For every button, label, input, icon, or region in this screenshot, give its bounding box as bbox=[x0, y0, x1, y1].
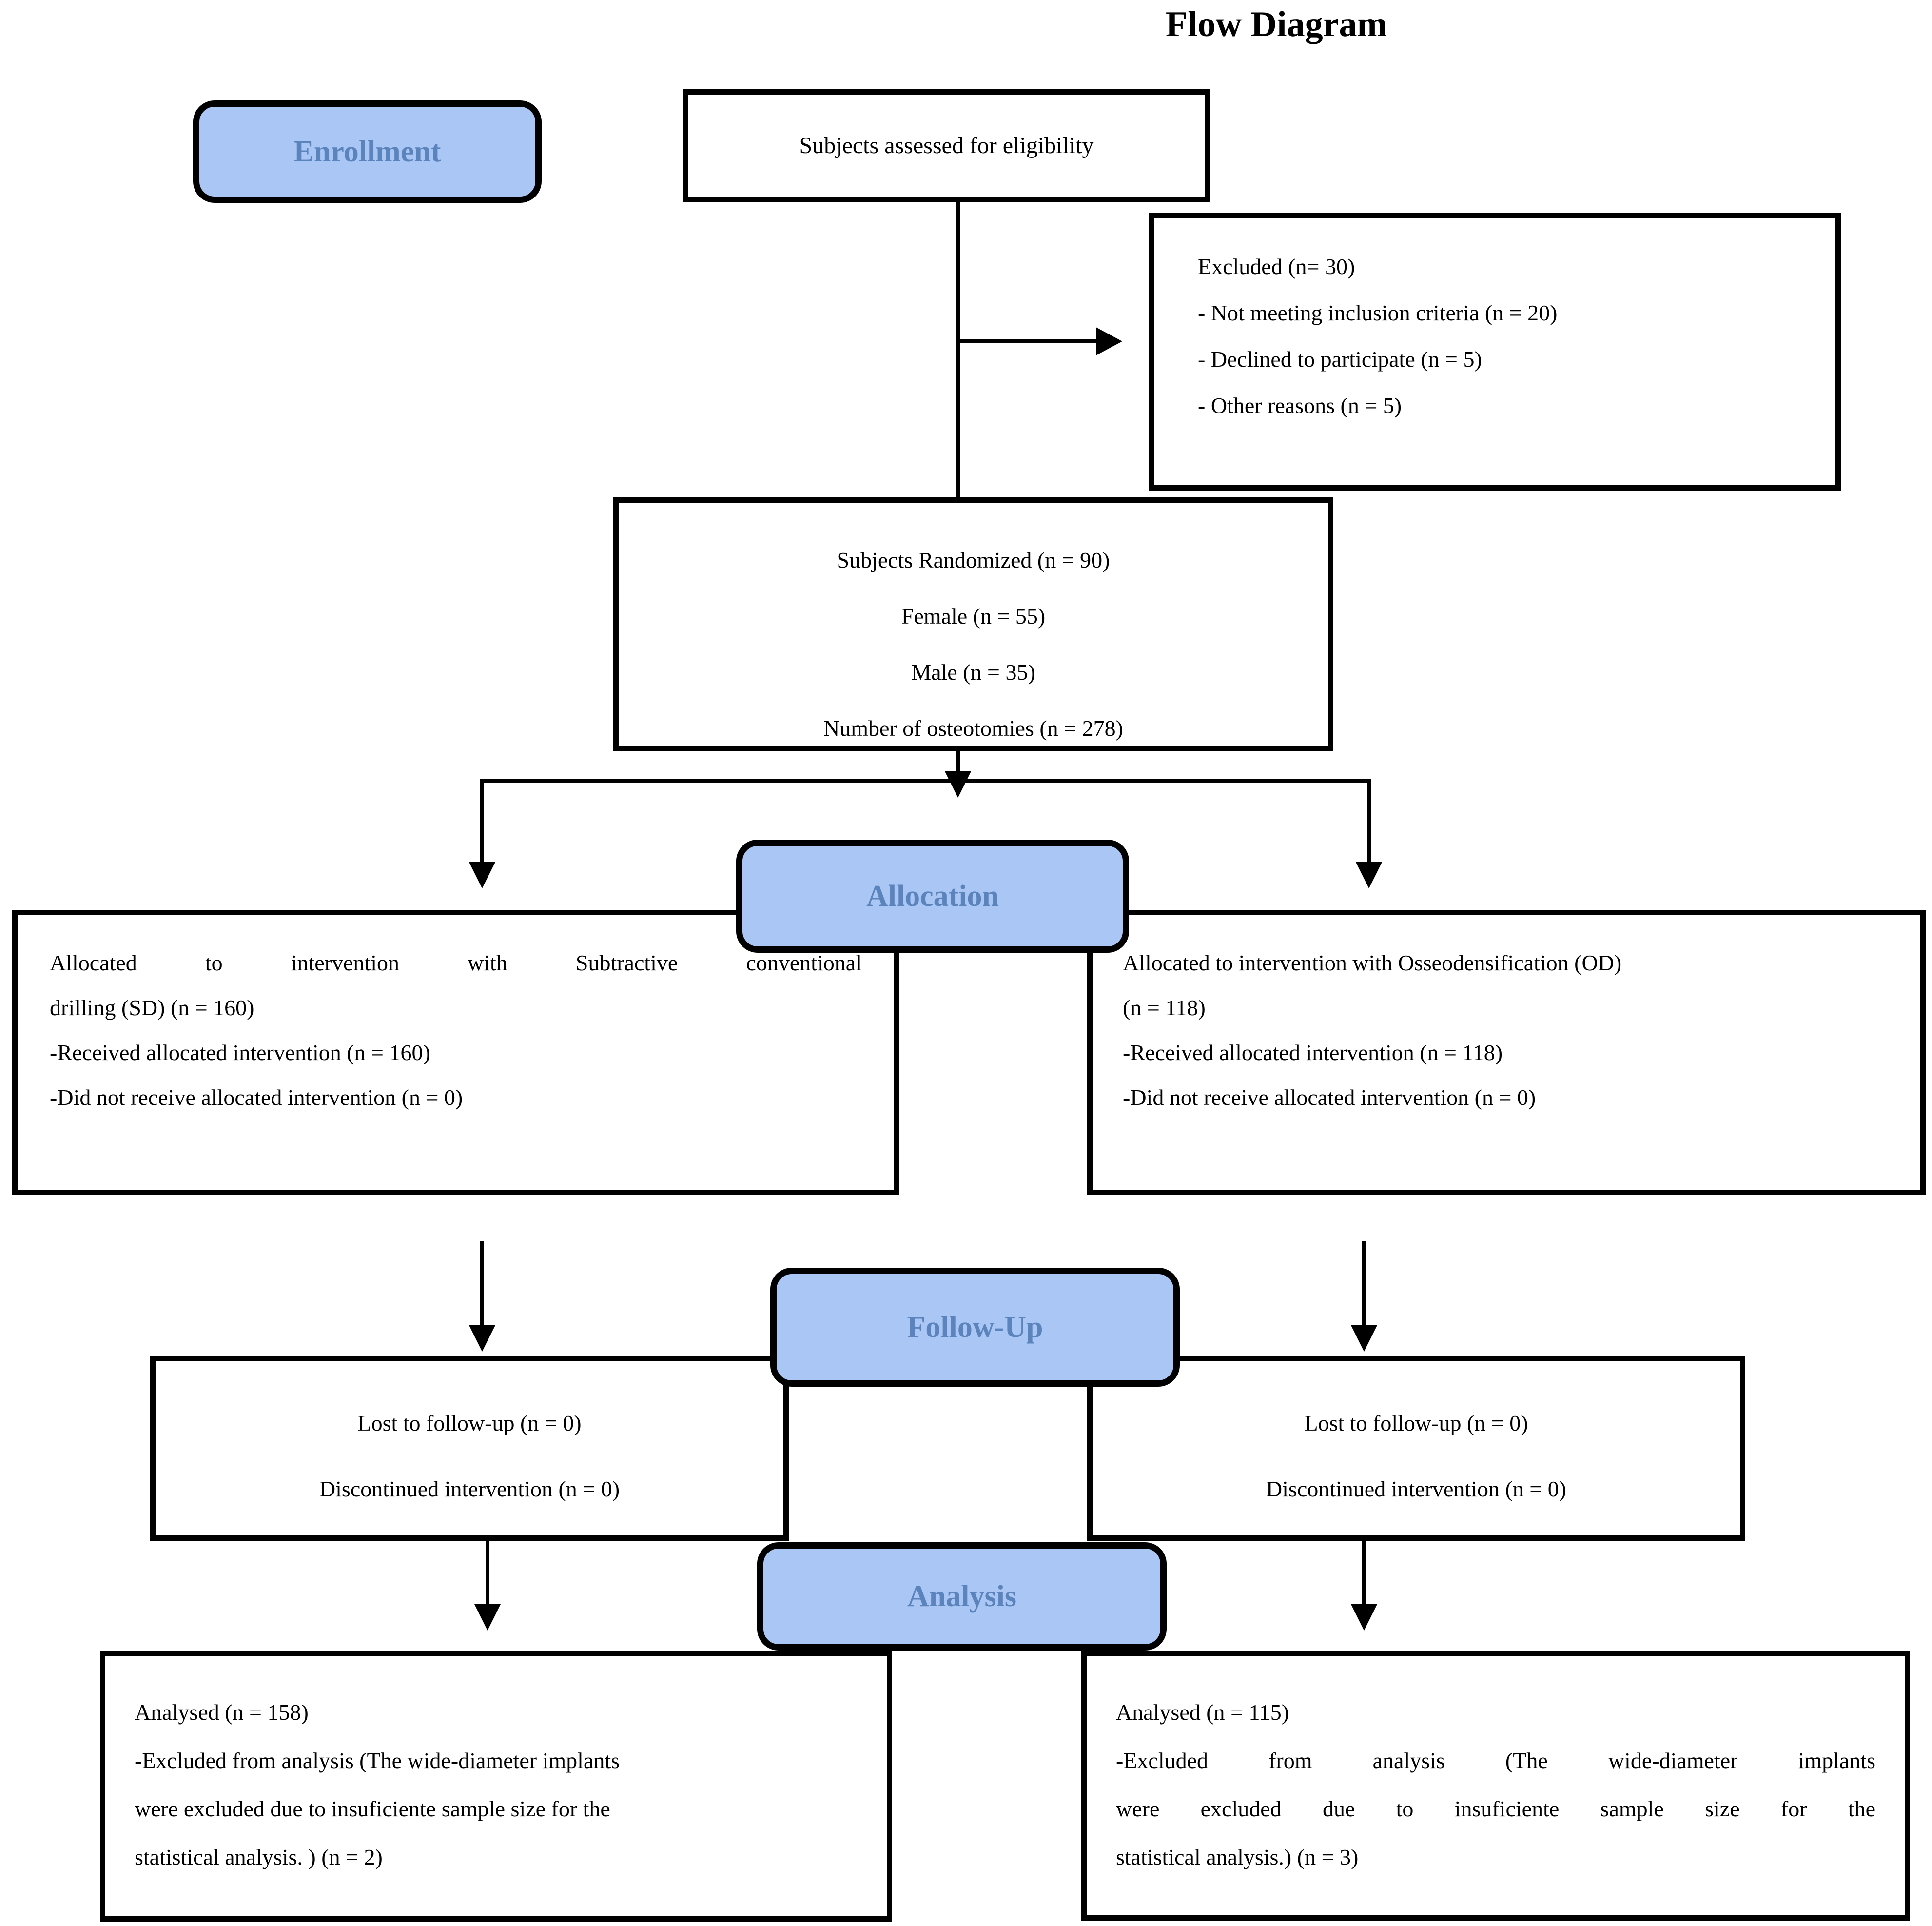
randomized-box: Subjects Randomized (n = 90) Female (n =… bbox=[613, 497, 1333, 751]
randomized-line: Female (n = 55) bbox=[901, 604, 1046, 629]
connector-randomized-branch bbox=[956, 750, 960, 773]
analysis-left-line: statistical analysis. ) (n = 2) bbox=[135, 1845, 383, 1869]
randomized-line: Male (n = 35) bbox=[911, 660, 1035, 685]
branch-arrowhead-icon bbox=[945, 771, 971, 798]
connector-allocation-followup-left bbox=[480, 1241, 484, 1328]
analysis-left-box: Analysed (n = 158) -Excluded from analys… bbox=[100, 1651, 892, 1922]
eligibility-box: Subjects assessed for eligibility bbox=[683, 89, 1210, 202]
stage-label-analysis: Analysis bbox=[757, 1542, 1167, 1651]
followup-right-arrowhead-icon bbox=[1351, 1325, 1377, 1352]
connector-branch-allocation-left bbox=[480, 779, 484, 865]
allocation-right-line: -Received allocated intervention (n = 11… bbox=[1123, 1040, 1503, 1065]
connector-followup-analysis-left bbox=[486, 1541, 489, 1607]
connector-allocation-followup-right bbox=[1362, 1241, 1366, 1328]
allocation-right-line: -Did not receive allocated intervention … bbox=[1123, 1085, 1536, 1110]
followup-right-line: Lost to follow-up (n = 0) bbox=[1304, 1411, 1528, 1435]
followup-left-line: Discontinued intervention (n = 0) bbox=[319, 1476, 620, 1501]
allocation-left-line: drilling (SD) (n = 160) bbox=[50, 995, 254, 1020]
followup-left-box: Lost to follow-up (n = 0) Discontinued i… bbox=[150, 1356, 789, 1541]
eligibility-text: Subjects assessed for eligibility bbox=[799, 133, 1094, 158]
allocation-label: Allocation bbox=[866, 879, 999, 913]
analysis-left-arrowhead-icon bbox=[474, 1604, 501, 1631]
connector-branch-allocation-right bbox=[1367, 779, 1371, 865]
randomized-line: Subjects Randomized (n = 90) bbox=[837, 548, 1110, 572]
allocation-right-arrowhead-icon bbox=[1356, 862, 1382, 888]
connector-excluded-line bbox=[956, 339, 1097, 343]
excluded-line: - Declined to participate (n = 5) bbox=[1198, 347, 1482, 372]
analysis-left-line: Analysed (n = 158) bbox=[135, 1700, 309, 1725]
followup-left-arrowhead-icon bbox=[469, 1325, 495, 1352]
excluded-line: - Not meeting inclusion criteria (n = 20… bbox=[1198, 300, 1558, 325]
enrollment-label: Enrollment bbox=[293, 135, 441, 168]
allocation-left-line: -Did not receive allocated intervention … bbox=[50, 1085, 463, 1110]
analysis-right-line: -Excluded from analysis (The wide-diamet… bbox=[1116, 1748, 1875, 1773]
connector-followup-analysis-right bbox=[1362, 1541, 1366, 1607]
analysis-right-box: Analysed (n = 115) -Excluded from analys… bbox=[1081, 1651, 1910, 1921]
allocation-left-line: Allocated to intervention with Subtracti… bbox=[50, 950, 862, 975]
allocation-right-line: (n = 118) bbox=[1123, 995, 1206, 1020]
analysis-right-arrowhead-icon bbox=[1351, 1604, 1377, 1631]
randomized-line: Number of osteotomies (n = 278) bbox=[823, 716, 1123, 741]
stage-label-allocation: Allocation bbox=[736, 840, 1129, 953]
excluded-line: Excluded (n= 30) bbox=[1198, 254, 1355, 279]
followup-right-box: Lost to follow-up (n = 0) Discontinued i… bbox=[1087, 1356, 1745, 1541]
branch-line bbox=[482, 779, 1371, 783]
allocation-right-line: Allocated to intervention with Osseodens… bbox=[1123, 950, 1622, 975]
analysis-left-line: -Excluded from analysis (The wide-diamet… bbox=[135, 1748, 620, 1773]
stage-label-followup: Follow-Up bbox=[770, 1268, 1180, 1387]
connector-eligibility-randomized bbox=[956, 202, 960, 499]
excluded-arrowhead-icon bbox=[1096, 327, 1122, 355]
followup-label: Follow-Up bbox=[907, 1310, 1043, 1344]
allocation-left-line: -Received allocated intervention (n = 16… bbox=[50, 1040, 430, 1065]
followup-left-line: Lost to follow-up (n = 0) bbox=[357, 1411, 582, 1435]
analysis-right-line: Analysed (n = 115) bbox=[1116, 1700, 1289, 1725]
analysis-right-line: statistical analysis.) (n = 3) bbox=[1116, 1845, 1359, 1869]
excluded-line: - Other reasons (n = 5) bbox=[1198, 393, 1402, 418]
allocation-right-box: Allocated to intervention with Osseodens… bbox=[1087, 910, 1926, 1195]
analysis-label: Analysis bbox=[907, 1579, 1016, 1613]
page-title: Flow Diagram bbox=[1165, 4, 1387, 44]
allocation-left-arrowhead-icon bbox=[469, 862, 495, 888]
excluded-box: Excluded (n= 30) - Not meeting inclusion… bbox=[1149, 213, 1841, 491]
analysis-left-line: were excluded due to insuficiente sample… bbox=[135, 1796, 610, 1821]
allocation-left-box: Allocated to intervention with Subtracti… bbox=[12, 910, 899, 1195]
analysis-right-line: were excluded due to insuficiente sample… bbox=[1116, 1796, 1875, 1821]
stage-label-enrollment: Enrollment bbox=[193, 100, 542, 203]
followup-right-line: Discontinued intervention (n = 0) bbox=[1266, 1476, 1567, 1501]
